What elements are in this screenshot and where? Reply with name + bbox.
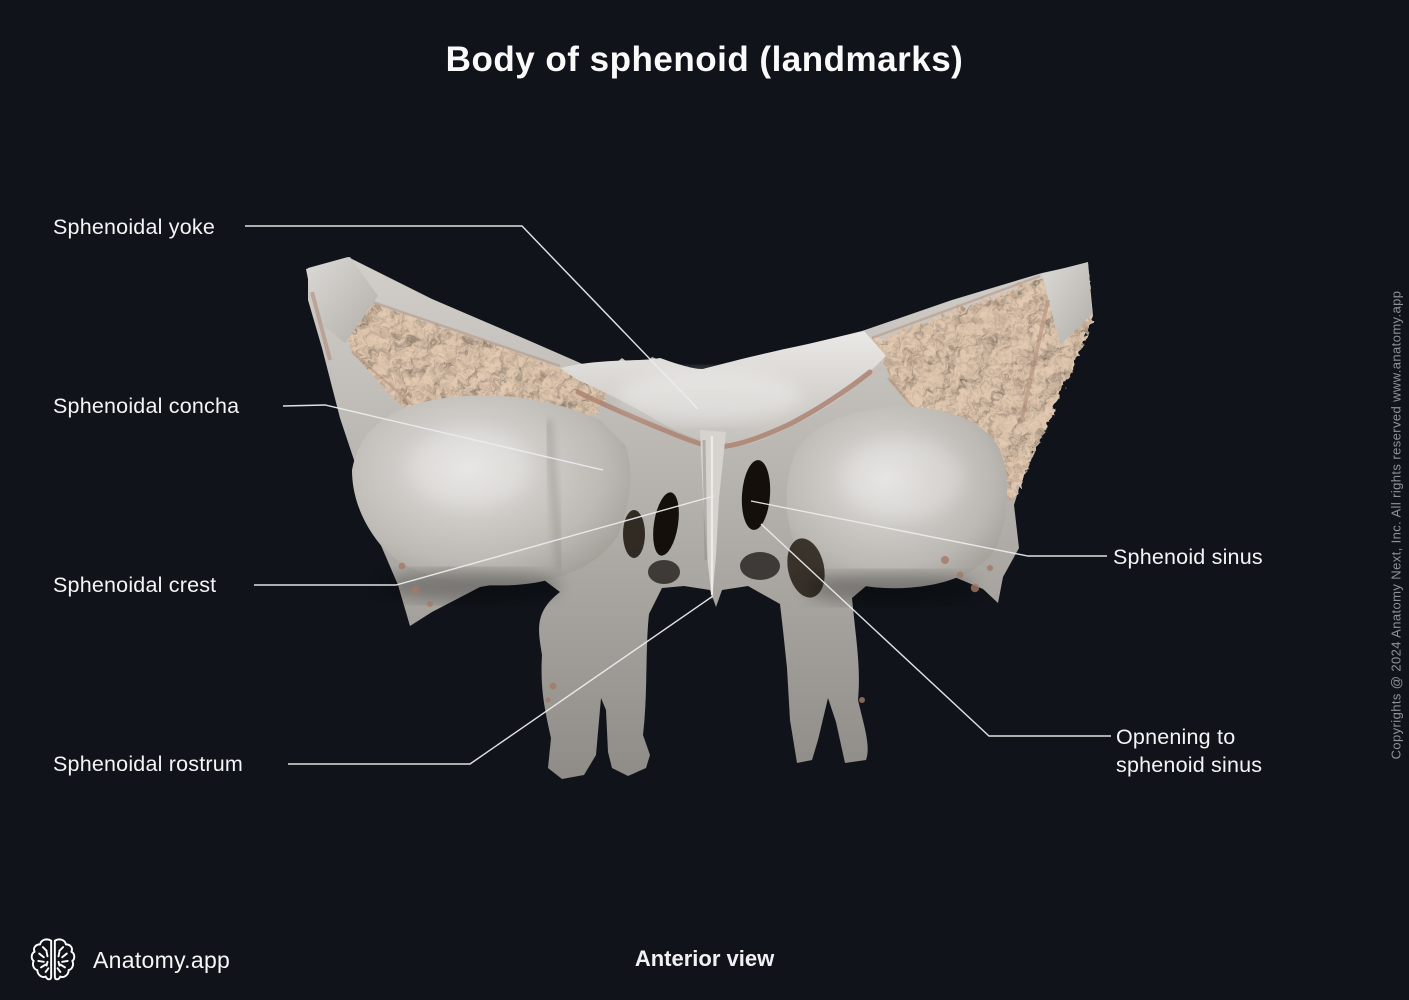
brand-name: Anatomy.app xyxy=(93,946,231,973)
brand-footer: Anatomy.app xyxy=(30,936,230,984)
crest-shadow xyxy=(702,439,708,561)
left-concha-groove xyxy=(544,419,564,571)
right-concha-ao xyxy=(805,572,975,604)
brain-icon xyxy=(30,938,76,981)
leader-line-sphenoidal-concha xyxy=(282,404,604,471)
brain-left-hemisphere xyxy=(30,938,53,981)
label-sphenoidal-rostrum: Sphenoidal rostrum xyxy=(53,752,244,776)
left-wing-trabecular-texture xyxy=(320,284,612,434)
left-recess-shadow xyxy=(623,510,645,558)
label-opening-to-sphenoid-sinus: Opnening to sphenoid sinus xyxy=(1116,725,1263,777)
brain-right-hemisphere xyxy=(53,938,76,981)
copyright-text: Copyrights @ 2024 Anatomy Next, Inc. All… xyxy=(1388,290,1404,760)
leader-line-opening-to-sphenoid-sinus xyxy=(760,523,1111,737)
label-sphenoidal-yoke: Sphenoidal yoke xyxy=(53,215,215,239)
left-base-shadow xyxy=(648,560,680,584)
pink-speckles xyxy=(398,556,993,703)
yoke-highlight xyxy=(618,370,802,422)
right-wing-edge-pink xyxy=(1020,299,1050,419)
label-sphenoidal-crest: Sphenoidal crest xyxy=(53,573,217,597)
leader-line-sphenoid-sinus xyxy=(750,500,1107,557)
right-wing-trabecular-texture xyxy=(872,266,1090,500)
left-wing-edge-pink xyxy=(310,291,332,361)
left-wing-tip-slab xyxy=(306,257,378,343)
label-sphenoid-sinus: Sphenoid sinus xyxy=(1113,545,1263,569)
leader-line-sphenoidal-crest xyxy=(254,495,715,586)
right-sinus-opening xyxy=(741,460,771,530)
leader-lines xyxy=(245,225,1111,765)
right-concha-highlight xyxy=(840,438,964,518)
leader-line-sphenoidal-yoke xyxy=(245,225,699,410)
left-concha-ao xyxy=(380,570,560,602)
label-sphenoidal-concha: Sphenoidal concha xyxy=(53,394,240,418)
view-caption: Anterior view xyxy=(634,946,775,971)
page-title: Body of sphenoid (landmarks) xyxy=(445,40,964,79)
trabecular-texture-group xyxy=(320,266,1090,500)
leader-line-sphenoidal-rostrum xyxy=(288,595,714,765)
right-wing-tip-slab xyxy=(1042,262,1092,345)
right-base-shadow xyxy=(740,552,780,580)
left-concha-highlight xyxy=(408,428,532,508)
